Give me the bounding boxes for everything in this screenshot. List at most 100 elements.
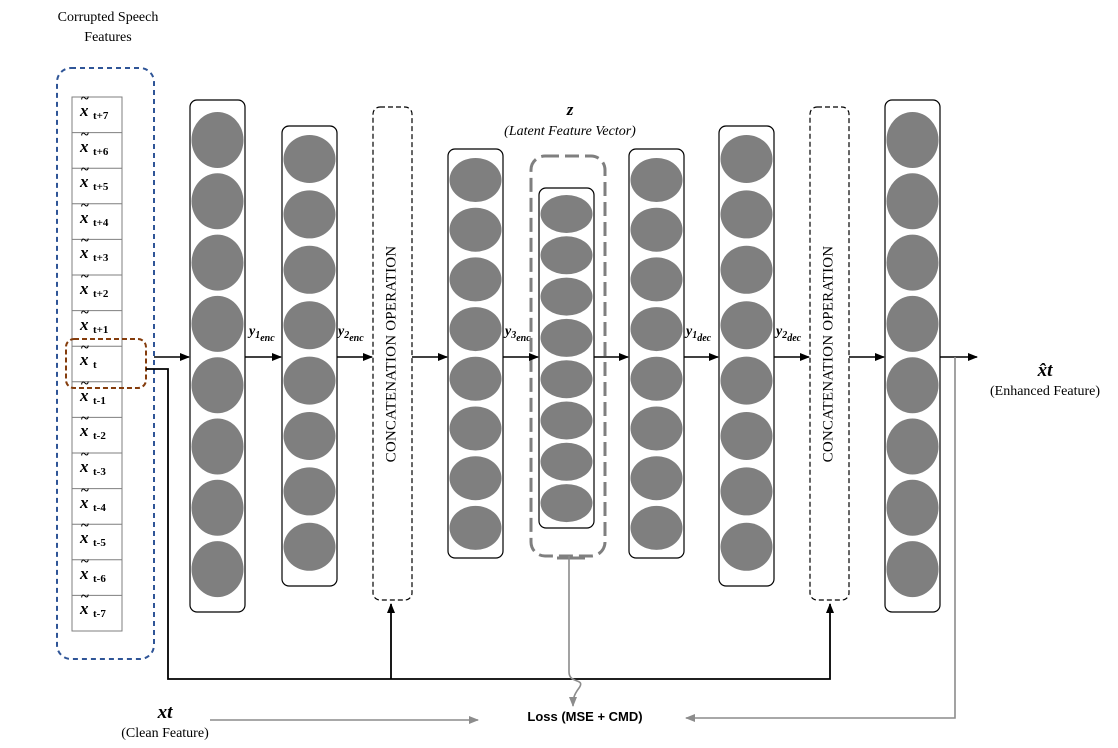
input-cell-index: t-2 xyxy=(93,430,106,443)
input-cell-index: t+6 xyxy=(93,145,109,158)
loss-label: Loss (MSE + CMD) xyxy=(527,709,643,724)
output-layer xyxy=(884,99,941,613)
neuron-node xyxy=(540,277,593,316)
neuron-node xyxy=(540,195,593,233)
neuron-node xyxy=(630,456,683,501)
input-cell: x t+6 xyxy=(72,127,122,168)
neuron-node xyxy=(630,505,683,550)
output-layer-nodes xyxy=(886,112,939,598)
neuron-node xyxy=(886,173,939,230)
neuron-node xyxy=(630,307,683,352)
neuron-node xyxy=(283,412,336,460)
decoder-layer-1-nodes xyxy=(630,158,683,550)
input-cell-index: t-7 xyxy=(93,608,106,621)
latent-to-loss-line xyxy=(568,556,582,707)
neuron-node xyxy=(283,467,336,516)
concat-box-decoder xyxy=(809,106,850,601)
neuron-node xyxy=(886,357,939,414)
input-cell-index: t+4 xyxy=(93,216,109,229)
neuron-node xyxy=(449,158,502,202)
neuron-node xyxy=(191,479,244,536)
input-window-box xyxy=(56,67,155,660)
encoder-layer-2-nodes xyxy=(283,135,336,571)
input-cell: xt+7 xyxy=(72,91,122,132)
neuron-node xyxy=(283,522,336,571)
neuron-node xyxy=(191,112,244,168)
neuron-node xyxy=(283,245,336,294)
y2-dec-label: y2dec xyxy=(776,324,802,344)
neuron-node xyxy=(540,401,593,440)
decoder-layer-1 xyxy=(628,148,685,559)
neuron-node xyxy=(630,406,683,451)
neuron-node xyxy=(191,173,244,230)
input-cell-column xyxy=(71,96,123,632)
output-symbol: x̂t xyxy=(1037,360,1053,381)
input-cell-symbol: x xyxy=(80,411,89,441)
y2-enc-label: y2enc xyxy=(338,324,364,344)
neuron-node xyxy=(630,356,683,401)
input-cell-index: t+1 xyxy=(93,323,109,336)
clean-label: (Clean Feature) xyxy=(121,726,209,741)
input-cell-index: t xyxy=(93,359,97,372)
output-label: (Enhanced Feature) xyxy=(990,384,1100,399)
neuron-node xyxy=(540,442,593,481)
neuron-node xyxy=(449,456,502,501)
input-cell-index: t-6 xyxy=(93,572,106,585)
y1-dec-label: y1dec xyxy=(686,324,712,344)
concat-box-encoder xyxy=(372,106,413,601)
neuron-node xyxy=(540,484,593,523)
latent-layer-nodes xyxy=(540,195,593,523)
concat-label-encoder: CONCATENATION OPERATION xyxy=(383,245,400,463)
input-cell-symbol: x xyxy=(80,447,89,477)
input-cell-index: t+3 xyxy=(93,252,109,265)
input-cell-index: t-4 xyxy=(93,501,106,514)
neuron-node xyxy=(540,318,593,357)
skip-connection xyxy=(146,368,834,680)
encoder-layer-3-nodes xyxy=(449,158,502,550)
input-cell: xt-3 xyxy=(72,447,122,488)
input-cell-index: t+5 xyxy=(93,181,109,194)
input-cell: xt-6 xyxy=(72,554,122,595)
y3-enc-label: y3enc xyxy=(505,324,531,344)
input-cell-symbol: x xyxy=(80,518,89,548)
input-cell: xt+2 xyxy=(72,269,122,310)
encoder-layer-1 xyxy=(189,99,246,613)
neuron-node xyxy=(191,295,244,352)
neuron-node xyxy=(191,418,244,475)
neuron-node xyxy=(886,418,939,475)
neuron-node xyxy=(540,236,593,275)
input-cell: xt+1 xyxy=(72,305,122,346)
latent-layer xyxy=(538,187,595,529)
input-cell-symbol: x xyxy=(80,91,89,121)
input-cell-symbol: x xyxy=(80,376,89,406)
input-cell: xt-4 xyxy=(72,483,122,524)
input-cell-symbol: x xyxy=(80,198,89,228)
input-cell-symbol: x xyxy=(80,269,89,299)
neuron-node xyxy=(720,190,773,239)
input-cell-symbol: x xyxy=(80,127,89,157)
input-cell-symbol: x xyxy=(80,233,89,263)
latent-label: (Latent Feature Vector) xyxy=(504,124,636,139)
neuron-node xyxy=(630,207,683,252)
neuron-node xyxy=(630,158,683,202)
neuron-node xyxy=(720,522,773,571)
neuron-node xyxy=(720,135,773,183)
input-cell-symbol: x xyxy=(80,162,89,192)
neuron-node xyxy=(886,234,939,291)
neuron-node xyxy=(886,112,939,168)
neuron-node xyxy=(540,360,593,399)
neuron-node xyxy=(720,356,773,405)
neuron-node xyxy=(191,357,244,414)
neuron-node xyxy=(886,295,939,352)
neuron-node xyxy=(283,301,336,350)
input-cell-index: t-5 xyxy=(93,537,106,550)
encoder-layer-3 xyxy=(447,148,504,559)
input-cell: x t-2 xyxy=(72,411,122,452)
current-frame-box xyxy=(65,338,147,389)
neuron-node xyxy=(283,135,336,183)
neuron-node xyxy=(191,234,244,291)
output-to-loss-line xyxy=(685,357,956,722)
latent-symbol: z xyxy=(566,100,574,119)
neuron-node xyxy=(191,541,244,598)
input-cell: x t+3 xyxy=(72,233,122,274)
